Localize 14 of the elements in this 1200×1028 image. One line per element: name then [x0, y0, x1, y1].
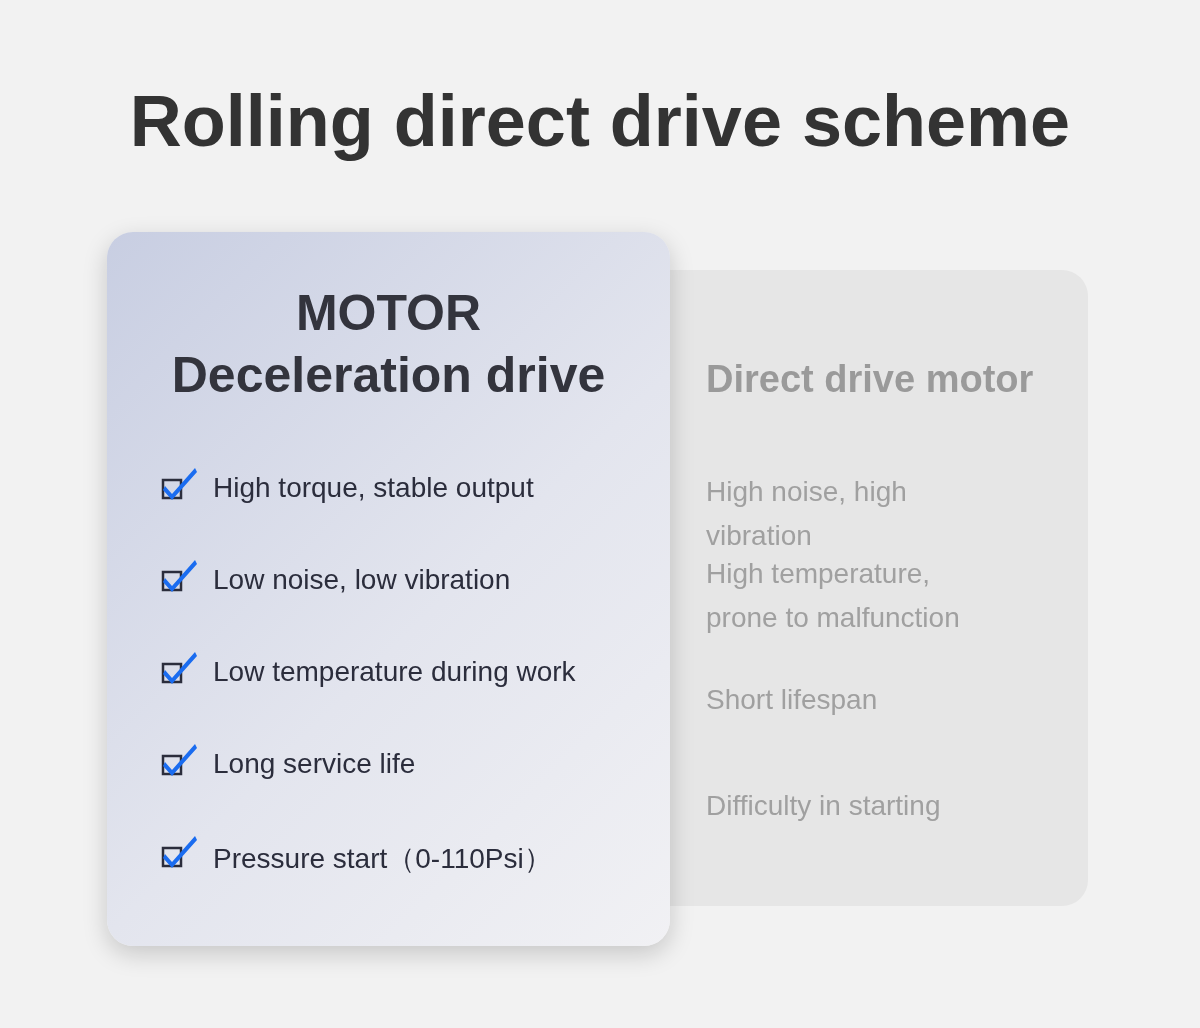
feature-text: Low noise, low vibration	[213, 564, 511, 596]
title: Rolling direct drive scheme	[128, 80, 1072, 162]
card-heading: Direct drive motor	[706, 358, 1034, 401]
feature-text: Short lifespan	[706, 683, 879, 717]
feature-text: Low temperature during work	[213, 656, 576, 688]
card-heading: MOTOR Deceleration drive	[170, 284, 607, 405]
feature-text: Difficulty in starting	[706, 789, 942, 823]
comparison-card	[107, 232, 670, 946]
comparison-card	[670, 270, 1088, 906]
feature-text: High torque, stable output	[213, 472, 534, 504]
feature-text: Pressure start（0-110Psi）	[213, 842, 552, 876]
feature-text: High temperature, prone to malfunction	[706, 557, 961, 635]
feature-text: High noise, high vibration	[706, 475, 908, 553]
feature-text: Long service life	[213, 748, 416, 780]
